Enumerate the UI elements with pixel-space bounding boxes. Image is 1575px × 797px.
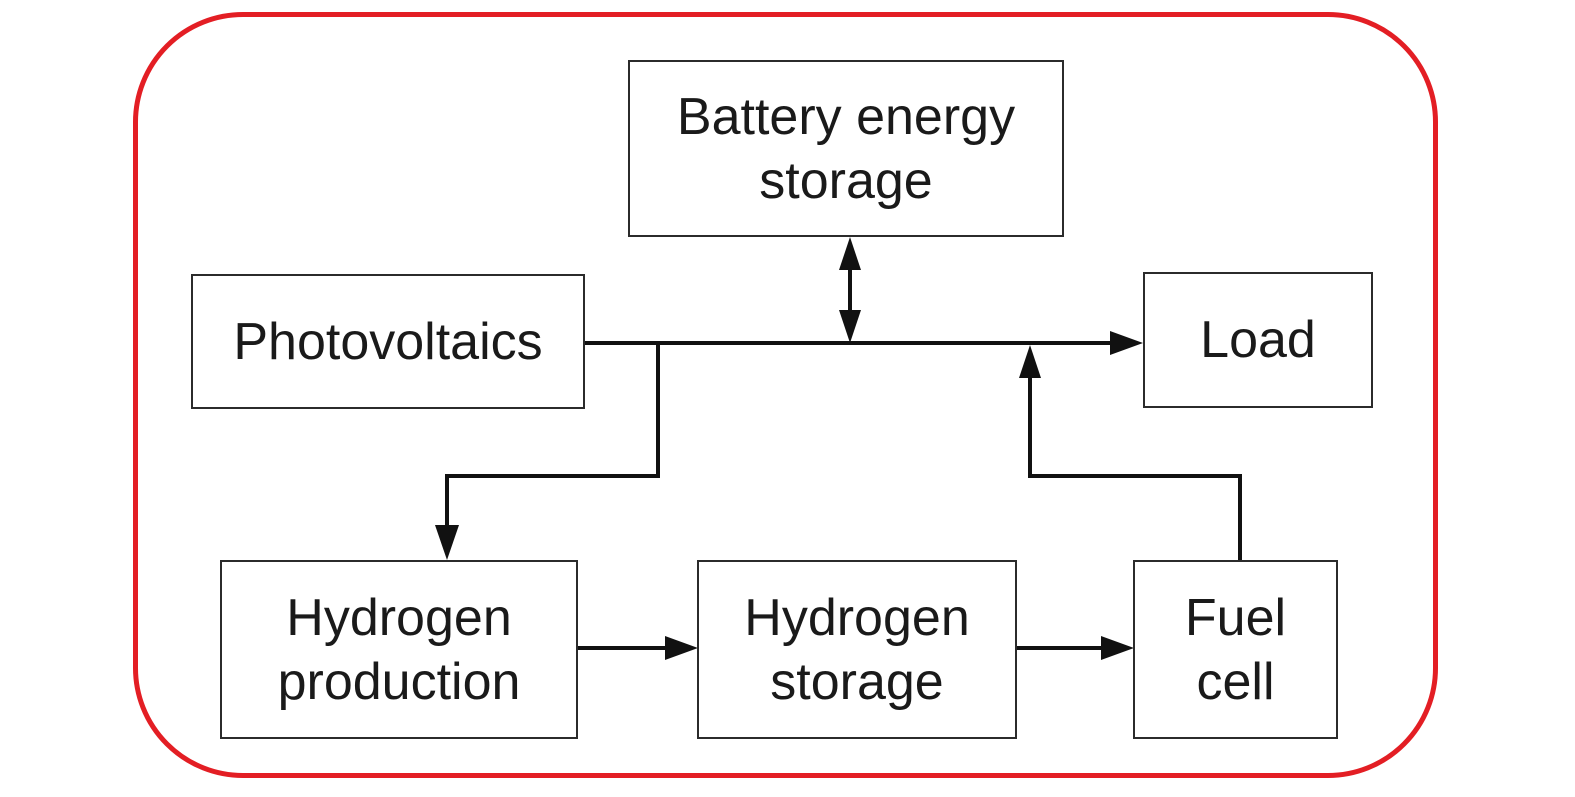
arrowhead-to-load — [1110, 331, 1143, 355]
arrowhead-to-fuelcell — [1101, 636, 1134, 660]
node-label: Photovoltaics — [233, 312, 543, 371]
fuelcell-to-bus-line — [1028, 375, 1242, 560]
node-label: Load — [1200, 311, 1316, 369]
node-label: cell — [1196, 652, 1275, 711]
node-label: Hydrogen — [744, 588, 970, 647]
node-label: production — [277, 652, 521, 711]
arrowhead-to-h2store — [665, 636, 698, 660]
node-label: Hydrogen — [286, 588, 512, 647]
arrowhead-up-battery — [839, 237, 861, 270]
system-boundary-frame — [133, 12, 1438, 778]
load-node: Load — [1143, 272, 1373, 408]
node-label: storage — [759, 151, 933, 210]
node-label: Fuel — [1184, 588, 1287, 647]
photovoltaics-node: Photovoltaics — [191, 274, 585, 409]
pv-to-h2prod-line — [445, 343, 660, 528]
arrowhead-to-h2prod — [435, 525, 459, 560]
node-label: Battery energy — [676, 87, 1016, 146]
node-label: storage — [770, 652, 944, 711]
arrowhead-down-bus — [839, 310, 861, 343]
arrowhead-fuelcell-to-bus — [1019, 345, 1041, 378]
